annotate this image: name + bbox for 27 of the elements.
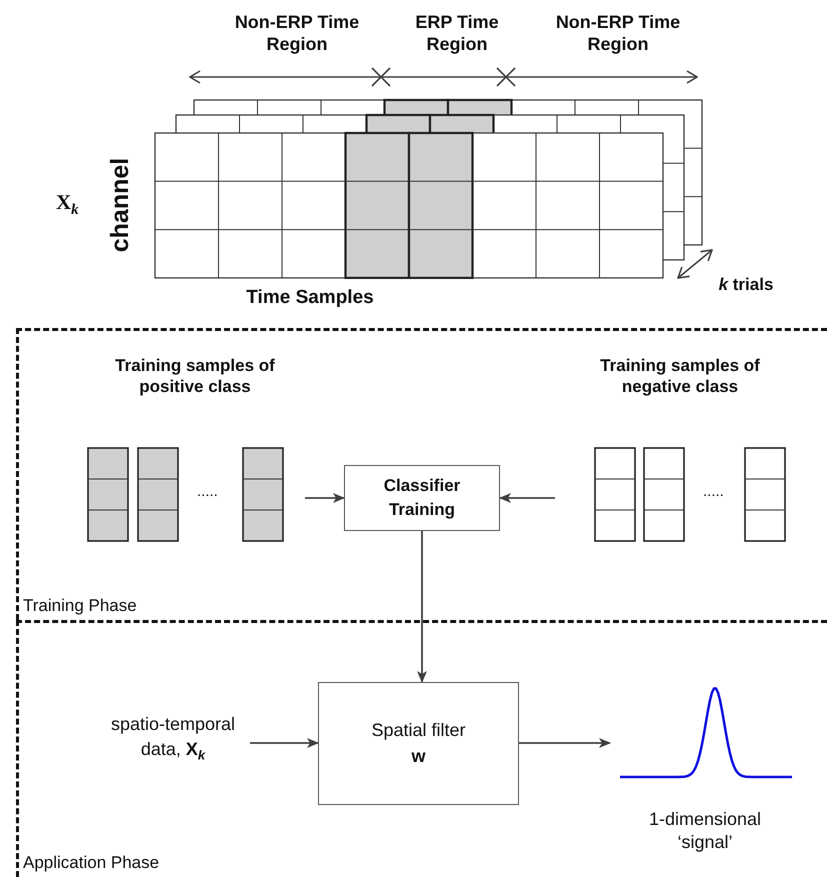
phase-region — [16, 620, 827, 877]
region-label: ERP Time Region — [414, 12, 500, 56]
arrow — [499, 493, 555, 503]
group-heading: Training samples of positive class — [114, 355, 276, 398]
matrix-label: X$_{k}$ — [56, 190, 80, 220]
ellipsis: ..... — [703, 483, 724, 500]
box-text: Spatial filter — [371, 719, 466, 742]
region-title: Training Phase — [23, 596, 137, 616]
axis-label: channel — [105, 156, 135, 254]
region-label: Non-ERP Time Region — [234, 12, 360, 56]
arrow — [305, 493, 345, 503]
arrow — [519, 738, 611, 748]
process-box — [344, 465, 500, 531]
input-text: spatio-temporal data, X$_{k}$ — [110, 713, 236, 765]
box-text: Classifier Training — [382, 475, 462, 521]
group-heading: Training samples of negative class — [599, 355, 761, 398]
process-box — [318, 682, 519, 805]
region-title: Application Phase — [23, 853, 160, 873]
axis-label: Time Samples — [245, 287, 375, 310]
box-text: w — [411, 744, 426, 768]
ellipsis: ..... — [197, 483, 218, 500]
signal-caption: 1-dimensional ‘signal’ — [648, 808, 762, 854]
arrow — [250, 738, 319, 748]
phase-region — [16, 328, 827, 620]
arrow — [417, 531, 427, 683]
region-label: Non-ERP Time Region — [554, 12, 682, 56]
axis-label: k trials — [718, 275, 774, 296]
